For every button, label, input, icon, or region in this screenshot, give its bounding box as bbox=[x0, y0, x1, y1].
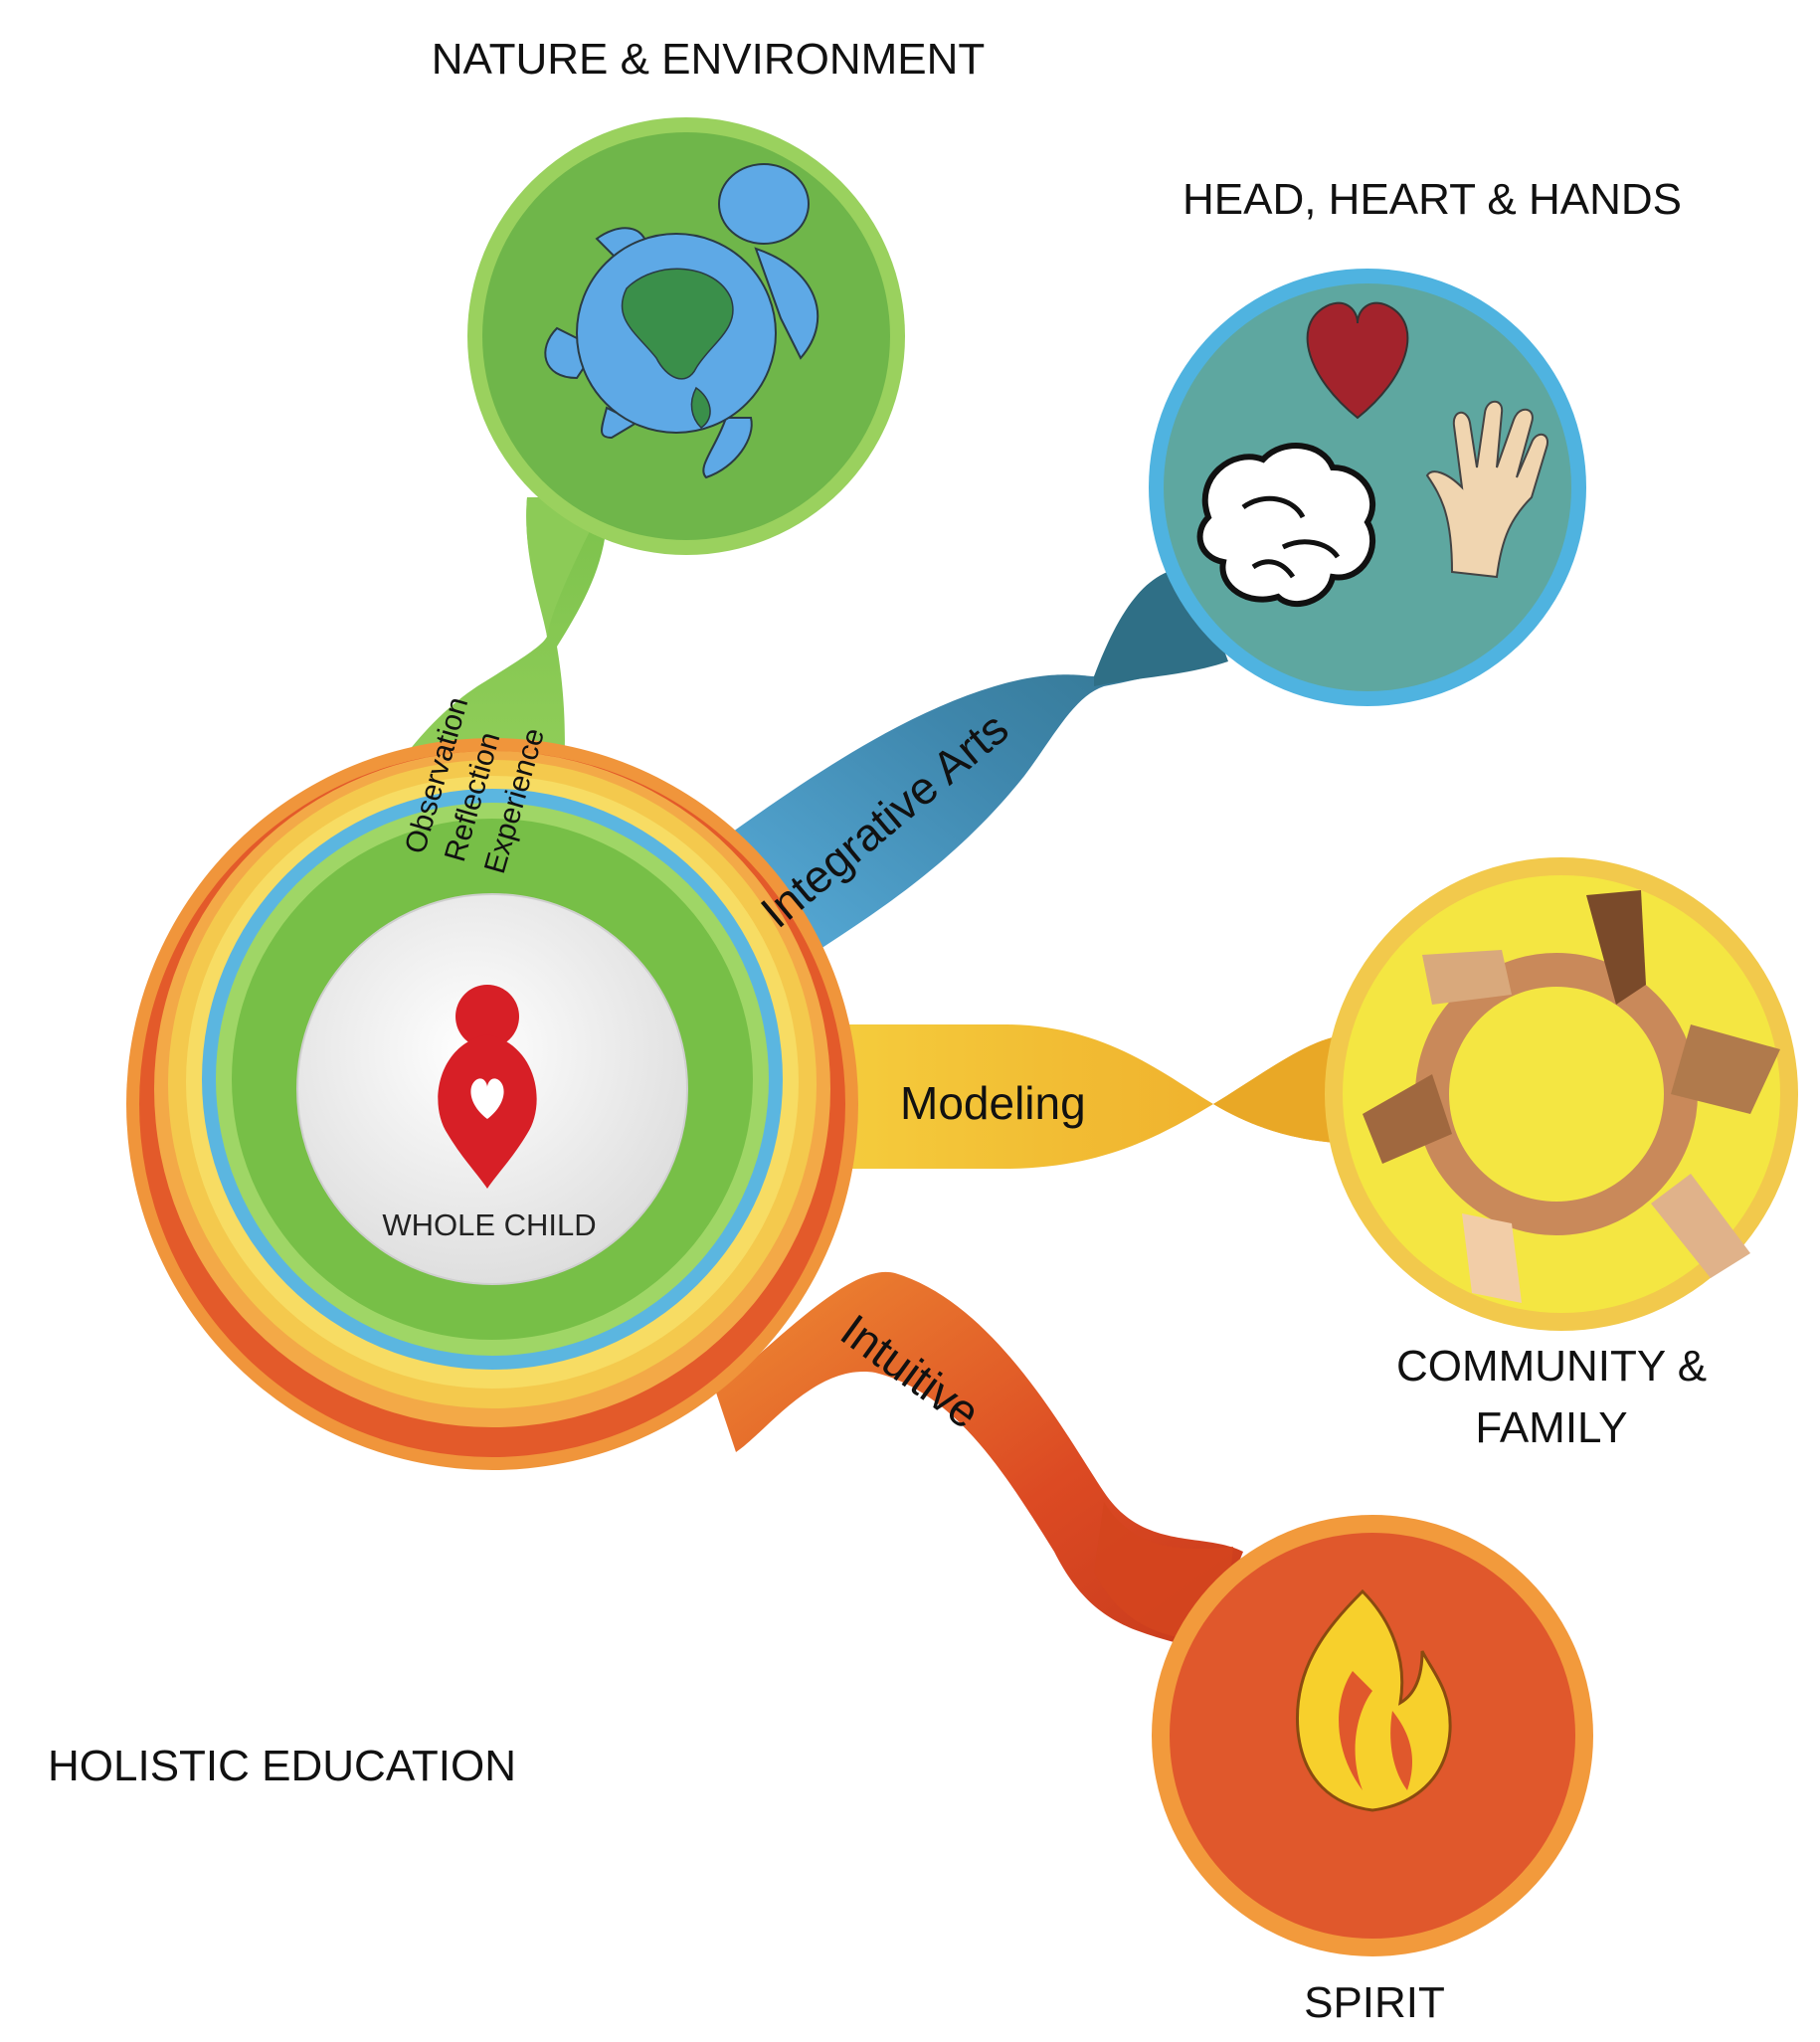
heart-brain-hand-icon bbox=[1196, 301, 1548, 608]
whole-child-label: WHOLE CHILD bbox=[382, 1207, 596, 1242]
community-label-line-1: COMMUNITY & bbox=[1396, 1342, 1707, 1391]
connector-modeling-ribbon bbox=[796, 1024, 1363, 1169]
modeling-label: Modeling bbox=[900, 1077, 1086, 1129]
nature-label: NATURE & ENVIRONMENT bbox=[432, 35, 986, 84]
diagram-title: HOLISTIC EDUCATION bbox=[48, 1742, 516, 1790]
head-heart-hands-node bbox=[1149, 269, 1586, 706]
circle-of-hands-icon bbox=[1363, 890, 1780, 1303]
spirit-node bbox=[1152, 1515, 1593, 1956]
head-heart-hands-label: HEAD, HEART & HANDS bbox=[1183, 175, 1682, 224]
nature-node bbox=[467, 117, 905, 555]
person-heart-icon bbox=[438, 985, 537, 1189]
turtle-earth-icon bbox=[544, 163, 819, 479]
community-label-line-2: FAMILY bbox=[1475, 1403, 1627, 1452]
spirit-label: SPIRIT bbox=[1304, 1978, 1445, 2027]
connector-intuitive-ribbon bbox=[716, 1271, 1243, 1651]
community-node bbox=[1325, 857, 1798, 1331]
flame-icon bbox=[1295, 1588, 1452, 1812]
